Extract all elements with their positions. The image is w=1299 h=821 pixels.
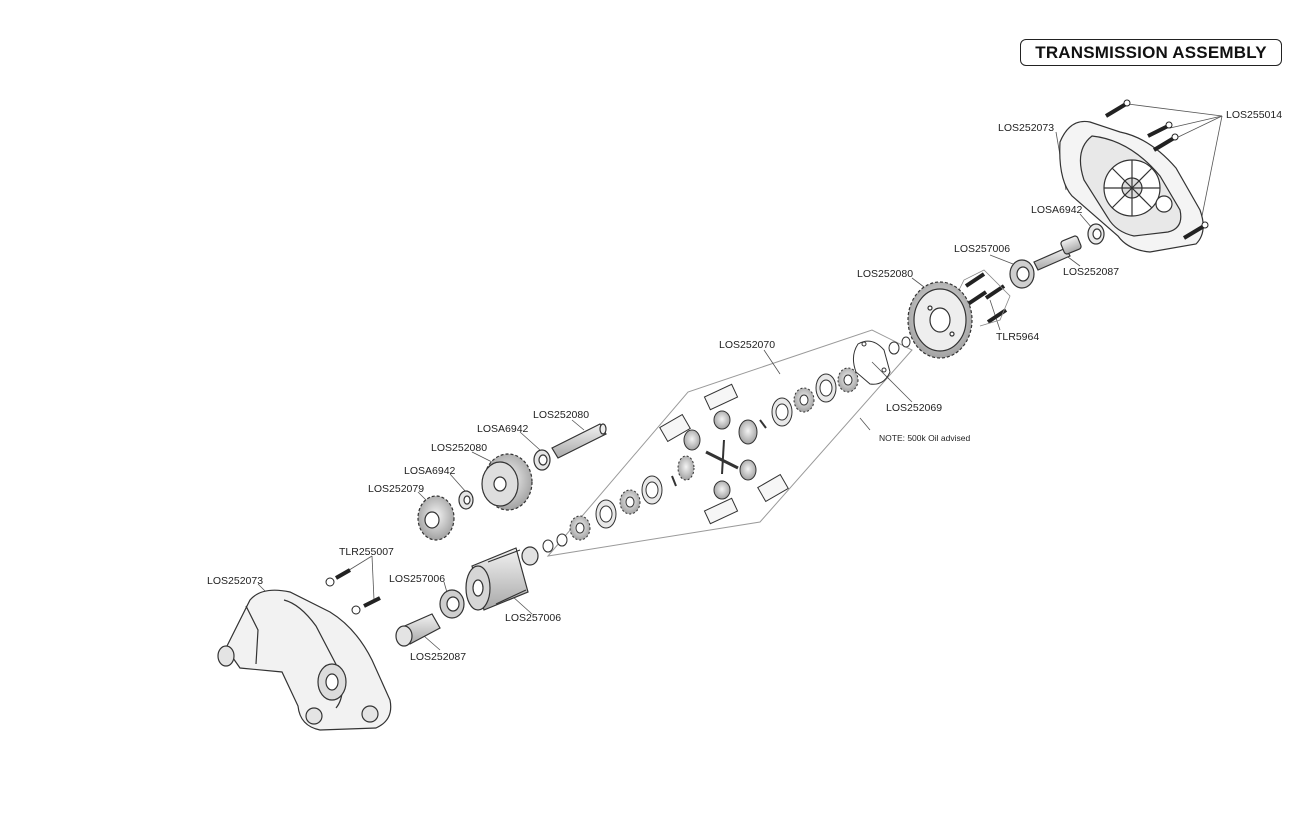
label-los257006-right: LOS257006 <box>954 243 1010 255</box>
label-los255014: LOS255014 <box>1226 109 1282 121</box>
input-gear <box>417 495 455 541</box>
label-tlr5964: TLR5964 <box>996 331 1039 343</box>
label-los252073-right: LOS252073 <box>998 122 1054 134</box>
label-los252087-right: LOS252087 <box>1063 266 1119 278</box>
left-gearbox-housing <box>217 589 392 731</box>
label-los252070: LOS252070 <box>719 339 775 351</box>
label-tlr255007: TLR255007 <box>339 546 394 558</box>
idler-shaft <box>551 423 607 459</box>
label-los257006-left: LOS257006 <box>389 573 445 585</box>
label-los252080-shaft: LOS252080 <box>533 409 589 421</box>
label-los252080-gear: LOS252080 <box>431 442 487 454</box>
label-losa6942-right: LOSA6942 <box>1031 204 1083 216</box>
label-losa6942-lower: LOSA6942 <box>404 465 456 477</box>
spur-gear-large <box>907 281 973 359</box>
screws-tlr5964 <box>957 269 1011 327</box>
differential-group-outline <box>546 329 913 557</box>
diff-plates <box>659 383 789 525</box>
washers-spur <box>888 336 911 355</box>
bushing-upper <box>533 449 551 471</box>
label-los252069: LOS252069 <box>886 402 942 414</box>
label-losa6942-upper: LOSA6942 <box>477 423 529 435</box>
label-los252073-left: LOS252073 <box>207 575 263 587</box>
diagram-title: TRANSMISSION ASSEMBLY <box>1020 39 1282 66</box>
screws-tlr255007 <box>325 568 381 615</box>
part-labels: LOS255014 LOS252073 LOSA6942 LOS257006 L… <box>207 109 1282 663</box>
bearing-left <box>439 589 465 619</box>
output-shaft-right <box>1033 235 1082 271</box>
label-los252087-left: LOS252087 <box>410 651 466 663</box>
label-note: NOTE: 500k Oil advised <box>879 433 970 443</box>
screws-los255014 <box>1104 99 1209 240</box>
output-shaft-left <box>395 613 441 647</box>
bearing-right <box>1009 259 1035 289</box>
bushing-lower <box>458 490 474 510</box>
label-los257006-slipper: LOS257006 <box>505 612 561 624</box>
label-los252079: LOS252079 <box>368 483 424 495</box>
label-los252080-spur: LOS252080 <box>857 268 913 280</box>
idler-gear <box>481 453 533 511</box>
right-gearbox-cover <box>1059 120 1204 253</box>
slipper-assembly <box>465 546 539 611</box>
diff-internals <box>542 367 859 553</box>
bushing-right <box>1087 223 1105 245</box>
diff-gasket <box>852 340 891 385</box>
